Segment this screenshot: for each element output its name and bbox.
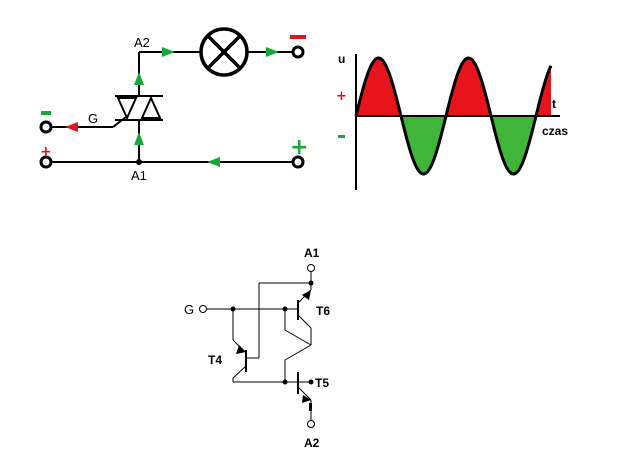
label-u: u xyxy=(338,52,345,66)
plus-sign-left: + xyxy=(40,144,52,160)
arrow-right-icon xyxy=(162,47,175,57)
label-t6: T6 xyxy=(316,304,330,318)
t6-emitter-arrow-icon xyxy=(302,290,311,300)
label-tm-g: G xyxy=(184,302,194,317)
sign-minus-wave xyxy=(338,135,345,138)
label-t5: T5 xyxy=(315,376,329,390)
terminal-left-gate xyxy=(39,120,53,134)
label-t4: T4 xyxy=(208,353,222,367)
triac-symbol xyxy=(115,95,163,121)
triac-circuit xyxy=(46,51,298,163)
label-t: t xyxy=(552,97,556,111)
minus-sign-left xyxy=(41,111,51,115)
a2-lead-block xyxy=(309,403,312,411)
sign-plus-wave: + xyxy=(336,89,347,104)
plus-sign-right: + xyxy=(290,135,308,160)
arrow-left-icon xyxy=(207,157,220,167)
junction-dot-a1 xyxy=(136,159,142,165)
waveform-chart: u t czas + xyxy=(336,52,568,190)
label-czas: czas xyxy=(542,124,568,138)
gate-arrow-left-icon xyxy=(65,122,78,132)
arrow-up-icon xyxy=(134,72,144,85)
terminal-right-bottom xyxy=(291,155,305,169)
label-gate: G xyxy=(88,111,98,126)
lamp-symbol xyxy=(199,27,249,77)
wire-gate-diagonal xyxy=(112,116,127,128)
label-a1: A1 xyxy=(131,168,147,183)
transistor-markers xyxy=(230,280,314,403)
t5-emitter-arrow-icon xyxy=(302,395,311,403)
transistor-model xyxy=(199,264,315,428)
label-a2: A2 xyxy=(134,35,150,50)
waveform-curve xyxy=(354,56,553,176)
label-tm-a1: A1 xyxy=(304,246,320,260)
arrow-up-icon xyxy=(134,132,144,145)
arrow-right-icon xyxy=(266,47,279,57)
minus-sign-right xyxy=(290,35,306,39)
terminals xyxy=(39,45,305,169)
terminal-left-bottom xyxy=(39,155,53,169)
current-arrows-green xyxy=(134,47,279,167)
t4-emitter-arrow-icon xyxy=(236,345,246,354)
label-tm-a2: A2 xyxy=(304,436,320,450)
terminal-right-top xyxy=(291,45,305,59)
